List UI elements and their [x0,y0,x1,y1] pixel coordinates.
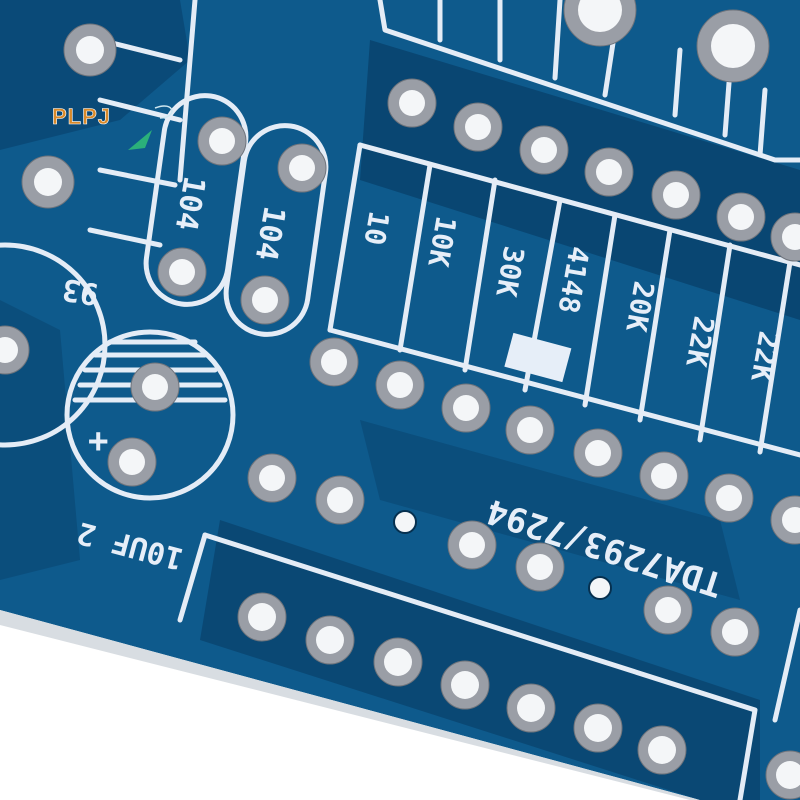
label-plus: + [88,421,108,461]
watermark-text: PLPJ [52,104,112,130]
watermark-logo: PLPJ [52,104,111,130]
label-partial-93: 93 [60,271,102,312]
label-r-10: 10 [357,209,395,248]
